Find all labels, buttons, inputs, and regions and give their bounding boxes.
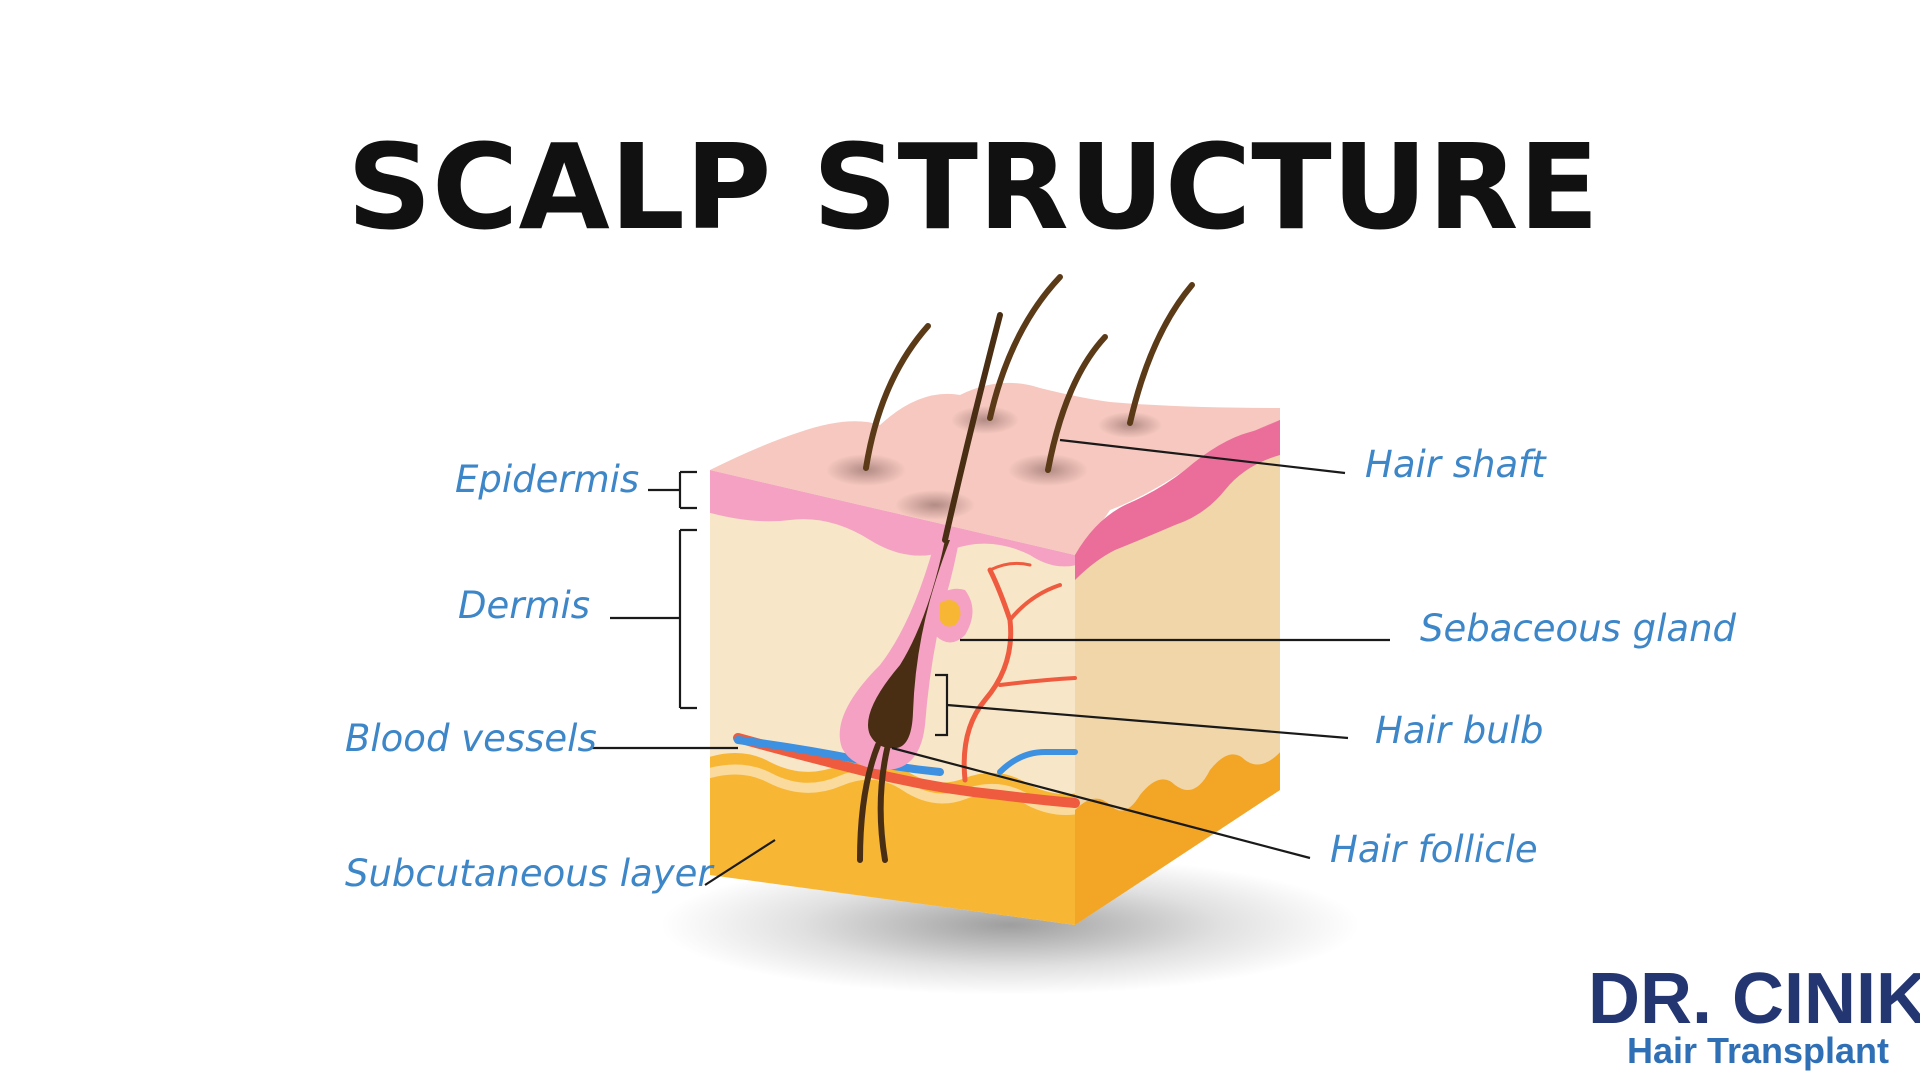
main-hair-shaft	[942, 312, 1003, 543]
epidermis-bracket	[648, 470, 697, 510]
root-strand	[877, 742, 891, 863]
brand-name: DR. CINIK	[1588, 959, 1920, 1039]
surface-hairs	[863, 274, 1195, 473]
pore	[951, 406, 1019, 434]
label-epidermis: Epidermis	[455, 458, 639, 501]
dermis-bracket	[610, 528, 697, 710]
label-dermis: Dermis	[458, 584, 590, 627]
gland-core	[940, 600, 961, 627]
page-title: SCALP STRUCTURE	[347, 118, 1599, 256]
label-subcutaneous-layer: Subcutaneous layer	[345, 852, 715, 895]
hair-bulb-bracket	[935, 673, 1349, 740]
hair-follicle-sheath	[839, 530, 960, 770]
hair-bulb-shape	[868, 540, 950, 749]
subcutaneous-leader	[704, 839, 776, 886]
hair-follicle-leader	[891, 746, 1311, 860]
root-strand	[857, 742, 881, 863]
skin-block	[710, 274, 1280, 925]
label-hair-follicle: Hair follicle	[1330, 828, 1538, 871]
hair-shaft-leader	[1059, 438, 1346, 475]
brand-tagline: Hair Transplant	[1627, 1030, 1889, 1071]
label-hair-shaft: Hair shaft	[1365, 443, 1547, 486]
hair-follicle-structure	[839, 312, 1003, 863]
label-blood-vessels: Blood vessels	[345, 717, 597, 760]
brand-logo: DR. CINIK Hair Transplant	[1588, 959, 1920, 1071]
label-sebaceous-gland: Sebaceous gland	[1420, 607, 1737, 650]
label-hair-bulb: Hair bulb	[1375, 709, 1543, 752]
pore	[895, 490, 975, 520]
leader-lines	[590, 438, 1390, 886]
